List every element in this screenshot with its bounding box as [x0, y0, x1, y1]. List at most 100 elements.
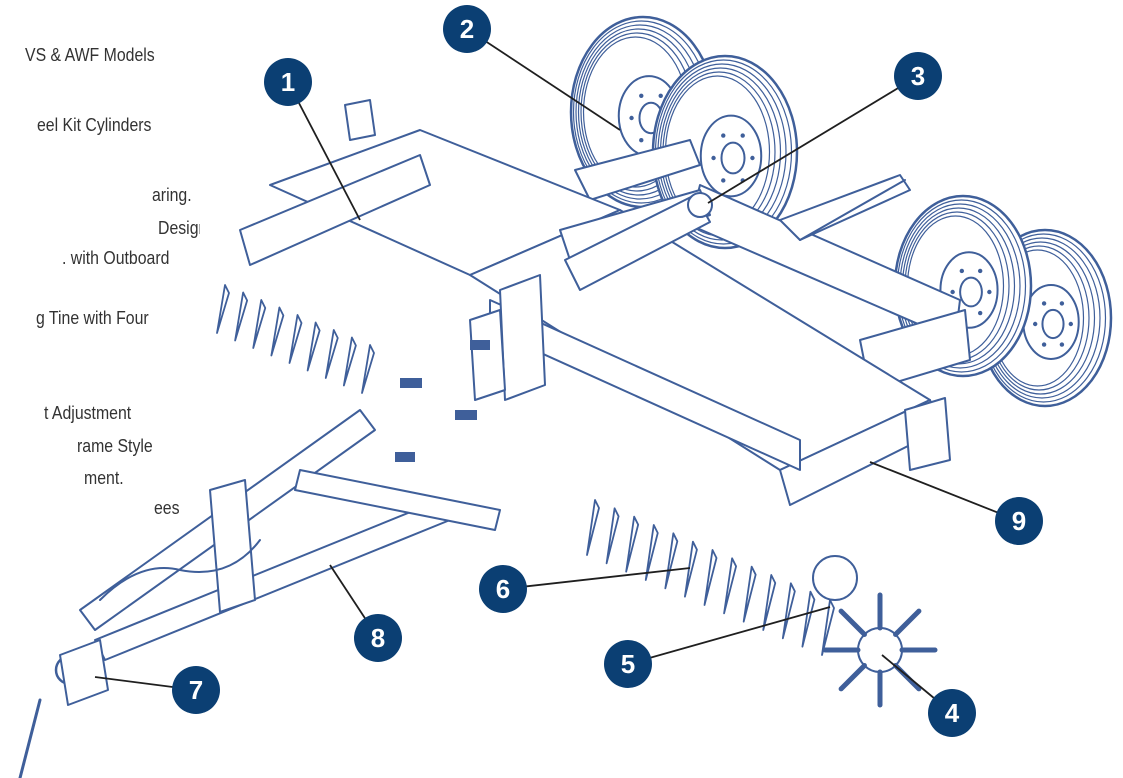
- feature-list: VS & AWF Models eel Kit Cylinders aring. De…: [0, 0, 200, 778]
- tine-spike: [361, 344, 375, 394]
- tine-wheel-spoke: [838, 608, 867, 637]
- tine-spike: [234, 291, 249, 342]
- tine-spike: [270, 306, 285, 357]
- tine-spike: [664, 532, 679, 590]
- callout-markers: 1 2 3 4 5 6 7 8 9: [94, 5, 1043, 737]
- callout-number: 2: [460, 14, 474, 44]
- spring-icon: [470, 340, 490, 350]
- callout-7: 7: [172, 666, 220, 714]
- hydraulic-hose: [99, 539, 261, 601]
- lug-nut: [1059, 342, 1065, 347]
- tine-spike: [762, 574, 777, 631]
- callout-5: 5: [604, 640, 652, 688]
- tine-spike: [781, 582, 796, 640]
- hitch-plate: [59, 639, 109, 706]
- jack-stand: [209, 479, 256, 613]
- lug-nut: [987, 289, 992, 295]
- callout-badge: [172, 666, 220, 714]
- tine-spike: [703, 549, 718, 606]
- lug-nut: [959, 268, 965, 274]
- hitch-arm: [799, 179, 906, 241]
- tow-chain: [18, 698, 42, 778]
- tine-spike: [684, 540, 698, 598]
- tine-spike: [342, 336, 357, 387]
- tine-spike: [723, 557, 737, 615]
- tine-spike: [252, 299, 267, 349]
- cylinder-pivot: [687, 192, 713, 218]
- feature-line: eel Kit Cylinders: [37, 115, 152, 135]
- tine-wheel-spoke: [838, 663, 867, 692]
- callout-4: 4: [928, 689, 976, 737]
- mast-side: [469, 309, 506, 401]
- light-bracket: [344, 99, 376, 141]
- callout-6: 6: [479, 565, 527, 613]
- mast-post: [499, 274, 546, 401]
- lug-nut: [1068, 321, 1074, 327]
- lug-nut: [740, 133, 745, 138]
- callout-number: 9: [1012, 506, 1026, 536]
- feature-line: ment.: [84, 468, 124, 488]
- callout-number: 4: [945, 698, 960, 728]
- callout-number: 7: [189, 675, 203, 705]
- feature-line: t Adjustment: [44, 403, 132, 423]
- tine-spike: [324, 329, 339, 379]
- lug-nut: [1032, 321, 1038, 327]
- feature-line: g Tine with Four: [36, 308, 149, 328]
- tine-spike: [216, 284, 230, 334]
- rear-tine-gang: [216, 284, 375, 394]
- spring-icon: [395, 452, 415, 462]
- leader-line: [502, 567, 691, 590]
- callout-badge: [479, 565, 527, 613]
- bearing-housing: [812, 555, 858, 601]
- feature-line: . with Outboard: [62, 248, 170, 268]
- cylinder-barrel: [564, 194, 711, 291]
- spring-icon: [455, 410, 477, 420]
- lug-nut: [639, 138, 644, 143]
- callout-badge: [604, 640, 652, 688]
- feature-line: VS & AWF Models: [25, 45, 155, 65]
- lug-nut: [977, 310, 983, 316]
- leader-line: [287, 81, 361, 221]
- tine-spike: [605, 507, 620, 565]
- front-tine-gang: [586, 499, 835, 656]
- callout-badge: [894, 52, 942, 100]
- callout-3: 3: [894, 52, 942, 100]
- side-light-bracket: [904, 397, 951, 471]
- main-frame: [239, 99, 951, 506]
- lug-nut: [721, 178, 726, 183]
- tine-spike: [821, 599, 835, 656]
- feature-line: rame Style: [77, 436, 153, 456]
- lug-nut: [711, 155, 716, 161]
- tongue-assembly: [18, 409, 501, 778]
- callout-badge: [354, 614, 402, 662]
- tine-wheel-spoke: [893, 608, 922, 637]
- callout-number: 8: [371, 623, 385, 653]
- spring-icon: [400, 378, 422, 388]
- callout-number: 3: [911, 61, 925, 91]
- tongue-plate: [779, 174, 911, 241]
- tine-spike: [586, 499, 600, 556]
- lug-nut: [658, 93, 663, 98]
- axle-bracket: [574, 139, 701, 201]
- callout-number: 5: [621, 649, 635, 679]
- callout-9: 9: [995, 497, 1043, 545]
- callout-number: 1: [281, 67, 295, 97]
- leader-line: [707, 75, 919, 204]
- callout-badge: [443, 5, 491, 53]
- lug-nut: [977, 268, 983, 274]
- tine-spike: [644, 524, 659, 581]
- center-mast: [395, 274, 546, 462]
- tine-wheel-icon: [812, 555, 938, 708]
- feature-line: aring.: [152, 185, 192, 205]
- tine-spike: [288, 314, 303, 364]
- feature-line: ees: [154, 498, 180, 518]
- leader-line: [627, 606, 831, 665]
- callout-8: 8: [354, 614, 402, 662]
- leader-line: [869, 461, 1020, 522]
- tine-spike: [625, 515, 640, 573]
- feature-line: Design.: [158, 218, 200, 238]
- lug-nut: [950, 289, 955, 295]
- machine-line-art: [18, 15, 1113, 778]
